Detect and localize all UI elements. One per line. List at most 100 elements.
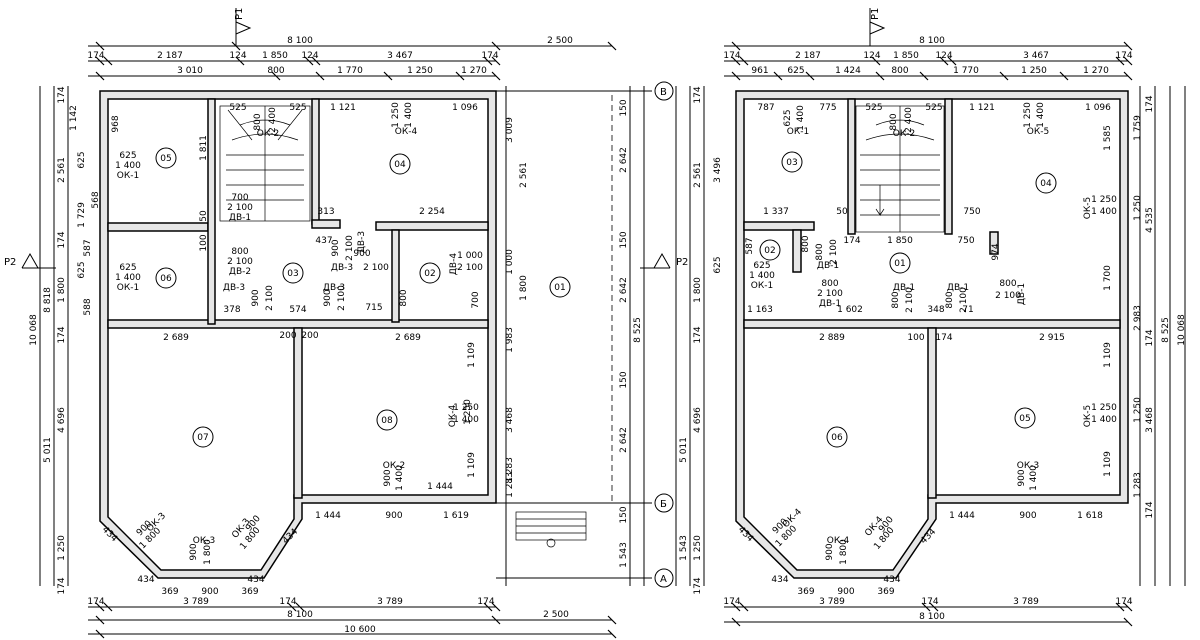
room-marker: 02 — [759, 239, 781, 261]
top-dim-r1: 124 — [863, 51, 880, 61]
dv2-mark: ДВ-2 — [229, 267, 251, 277]
left-dim-r: 1 800 — [693, 277, 703, 303]
left-dim-r: 1 250 — [693, 535, 703, 561]
left-dim: 588 — [83, 298, 93, 315]
right-misc-dim: 587 — [745, 237, 755, 254]
right-misc-dim: 1 096 — [1085, 103, 1111, 113]
bottom-dim-1: 3 789 — [183, 597, 209, 607]
room-circle — [155, 147, 177, 169]
section-mark-p2-left: P2 — [4, 252, 56, 269]
dv1a-height: 2 100 — [829, 239, 839, 265]
bay-dim: 900 — [201, 587, 218, 597]
ok5s2-height: 1 400 — [1091, 415, 1117, 425]
right-misc-dim: 1 337 — [763, 207, 789, 217]
room-marker: 03 — [781, 151, 803, 173]
ok1a-width: 625 — [119, 151, 136, 161]
dv3b-height: 2 100 — [337, 285, 347, 311]
top-dim-r2: 625 — [787, 66, 804, 76]
ok4mid-width: 900 — [825, 543, 835, 560]
top-dim-r1: 174 — [1115, 51, 1132, 61]
ok4side-height: 1 400 — [453, 415, 479, 425]
room-circle — [192, 426, 214, 448]
top-dim-1: 2 187 — [157, 51, 183, 61]
dv4-mark: ДВ-4 — [449, 253, 459, 275]
dv1c-width: 800 — [891, 291, 901, 308]
bottom-dim-r1: 3 789 — [819, 597, 845, 607]
left-wall-h1 — [107, 222, 209, 232]
porch-dim: 3 009 — [505, 117, 515, 143]
ok1b-height: 1 400 — [115, 273, 141, 283]
right-misc-dim: 2 915 — [1039, 333, 1065, 343]
right-wall-h2 — [743, 319, 1121, 329]
section-mark-p1-left: P1 — [234, 8, 252, 46]
left-misc-dim: 434 — [281, 527, 300, 546]
right-misc-dim: 775 — [819, 103, 836, 113]
room-marker: 04 — [389, 153, 411, 175]
right-misc-dim: 1 618 — [1077, 511, 1103, 521]
left-dim-r: 174 — [693, 326, 703, 343]
left-dim-b: 8 818 — [43, 287, 53, 313]
left-wall-v2 — [311, 98, 320, 225]
right-dim-rb: 174 — [1145, 329, 1155, 346]
dv1a-mark: ДВ-1 — [817, 261, 839, 271]
ok3r-height: 1 400 — [1029, 465, 1039, 491]
left-dim: 2 561 — [57, 157, 67, 183]
top-dim-r1: 2 187 — [795, 51, 821, 61]
dv3b-width: 900 — [323, 289, 333, 306]
dv1-mark: ДВ-1 — [229, 213, 251, 223]
ok1side-mark: ОК-1 — [751, 281, 773, 291]
top-dim-r1: 174 — [723, 51, 740, 61]
bottom-dim-r1: 3 789 — [1013, 597, 1039, 607]
porch-dim: 1 283 — [505, 472, 515, 498]
bottom-total-r: 8 100 — [919, 612, 945, 622]
ok1a-height: 1 400 — [115, 161, 141, 171]
total-width: 8 100 — [287, 36, 313, 46]
room-number: 02 — [424, 269, 435, 279]
top-dim-r2: 1 250 — [1021, 66, 1047, 76]
left-dim-rb2: 1 543 — [679, 535, 689, 561]
bottom-dim-1: 174 — [87, 597, 104, 607]
room-marker: 08 — [376, 409, 398, 431]
dv3d-mark: ДВ-3 — [357, 231, 367, 253]
left-misc-dim: 100 — [199, 234, 209, 251]
dv3a-height: 2 100 — [265, 285, 275, 311]
left-dim: 1 250 — [57, 535, 67, 561]
right-misc-dim: 800 — [801, 235, 811, 252]
right-wall-v5 — [989, 231, 999, 255]
ok5top-height: 1 400 — [1036, 102, 1046, 128]
ok3r-mark: ОК-3 — [1017, 461, 1039, 471]
left-dim: 1 729 — [77, 202, 87, 228]
top-dim-1: 124 — [229, 51, 246, 61]
right-misc-dim: 434 — [771, 575, 788, 585]
left-dim: 625 — [77, 151, 87, 168]
left-misc-dim: 1 444 — [315, 511, 341, 521]
right-wall-v3 — [792, 229, 802, 273]
ok1side-height: 1 400 — [749, 271, 775, 281]
top-dim-r2: 961 — [751, 66, 768, 76]
room-circle — [889, 252, 911, 274]
dv1b-height: 2 100 — [817, 289, 843, 299]
left-misc-dim: 200 — [279, 331, 296, 341]
right-misc-dim: 1 850 — [887, 236, 913, 246]
right-plan — [675, 41, 1186, 627]
ok4top-mark: ОК-4 — [395, 127, 418, 137]
right-misc-dim: 525 — [865, 103, 882, 113]
right-dim-r: 2 983 — [1133, 305, 1143, 331]
dv3d-width: 900 — [353, 249, 370, 259]
left-dim-b: 5 011 — [43, 437, 53, 463]
left-dim-r: 3 496 — [713, 157, 723, 183]
left-dim: 174 — [57, 326, 67, 343]
dv1-width: 700 — [231, 193, 248, 203]
dv3c-width: 900 — [331, 239, 341, 256]
left-misc-dim: 437 — [315, 236, 332, 246]
axis-b: Б — [654, 493, 674, 513]
porch-dim-b: 1 543 — [619, 542, 629, 568]
left-dim-r: 174 — [693, 86, 703, 103]
room-number: 05 — [1019, 414, 1030, 424]
right-misc-dim: 750 — [963, 207, 980, 217]
left-dim: 625 — [77, 261, 87, 278]
top-dim-r2: 800 — [891, 66, 908, 76]
ok2-width: 800 — [253, 113, 263, 130]
ok2r-mark: ОК-2 — [893, 129, 915, 139]
left-misc-dim: 1 619 — [443, 511, 469, 521]
